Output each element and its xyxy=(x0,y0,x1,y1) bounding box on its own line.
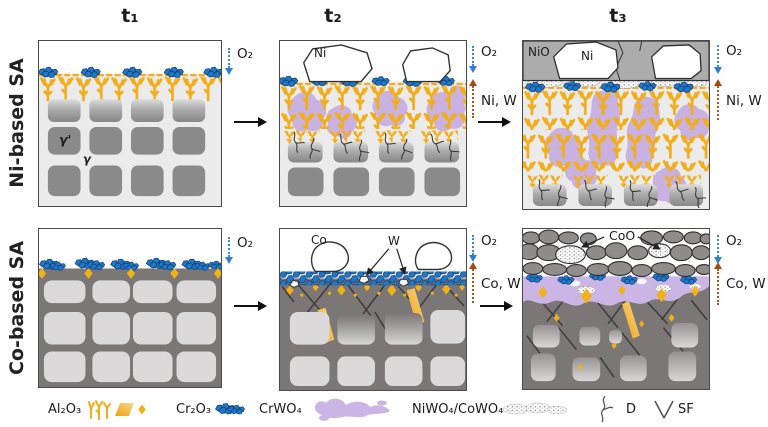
al2o3-dendrite-zone xyxy=(523,88,709,172)
ni-particle-label: Ni xyxy=(581,49,594,63)
al2o3-dendrite-zone xyxy=(280,83,466,129)
panel-ni-t3: NiO Ni xyxy=(522,40,710,210)
o2-label: O₂ xyxy=(481,233,498,249)
progress-arrow xyxy=(234,300,267,311)
al2o3-dendrite-fronts xyxy=(283,128,459,144)
al2o3-diamond-icon xyxy=(138,404,146,415)
row-label-ni: Ni-based SA xyxy=(6,58,28,188)
legend-stacking-fault-label: SF xyxy=(678,402,694,417)
stacking-fault-icon xyxy=(654,400,674,419)
panel-co-t2: Co W xyxy=(279,228,467,391)
co-w-flux-label: Co, W xyxy=(481,276,521,292)
co-particle-label: Co xyxy=(311,233,327,247)
cr2o3-clusters xyxy=(39,258,221,270)
dislocation-line-icon xyxy=(600,395,614,423)
ni-w-flux-label: Ni, W xyxy=(726,93,762,109)
ni-metal-particle xyxy=(650,44,702,80)
o2-label: O₂ xyxy=(726,43,743,59)
coo-pointer-arrows xyxy=(580,236,661,250)
panel-co-t3: CoO xyxy=(522,228,710,390)
cr2o3-cluster-icon xyxy=(213,402,245,415)
ni-w-flux-label: Ni, W xyxy=(481,93,517,109)
w-particle-label: W xyxy=(388,234,400,248)
gamma-prime-label: γ' xyxy=(59,132,72,147)
al2o3-lath-icon xyxy=(115,403,134,416)
legend-dislocation-label: D xyxy=(626,402,637,417)
crwo4-blob-icon xyxy=(314,398,390,421)
coo-scale-stones xyxy=(523,229,709,277)
nio-scale-layer xyxy=(523,41,709,82)
ni-metal-particle xyxy=(552,41,619,80)
time-label-t2: t₂ xyxy=(324,5,342,27)
al2o3-lath xyxy=(621,301,640,339)
panel-ni-t1: γ' γ xyxy=(38,40,222,207)
row-label-co: Co-based SA xyxy=(6,240,28,376)
ni-particle-label: Ni xyxy=(314,46,327,60)
tungstate-speckle-patches xyxy=(568,278,702,295)
progress-arrow xyxy=(478,116,511,127)
gamma-label: γ xyxy=(83,152,91,166)
legend-crwo4-label: CrWO₄ xyxy=(259,402,302,417)
progress-arrow xyxy=(480,300,513,311)
legend-tungstates-label: NiWO₄/CoWO₄ xyxy=(412,402,504,417)
al2o3-dendrite-fronts xyxy=(526,173,702,188)
co-metal-particles xyxy=(310,241,453,273)
w-pointer-arrows xyxy=(366,248,407,276)
dissolving-gamma-prime xyxy=(530,322,699,382)
tungsten-particles xyxy=(289,275,410,288)
gamma-prime-cuboids xyxy=(47,99,206,197)
coo-layer-label: CoO xyxy=(609,228,636,243)
gamma-prime-cuboids xyxy=(43,280,217,383)
time-label-t3: t₃ xyxy=(609,5,627,27)
nio-layer-label: NiO xyxy=(528,45,550,59)
al2o3-diamonds xyxy=(286,282,465,297)
legend-al2o3-label: Al₂O₃ xyxy=(48,402,82,417)
tungstate-speckle-icon xyxy=(502,402,568,415)
o2-label: O₂ xyxy=(726,233,743,249)
ni-metal-particles xyxy=(302,44,451,83)
o2-label: O₂ xyxy=(481,44,498,60)
o2-label: O₂ xyxy=(237,46,254,62)
legend-cr2o3-label: Cr₂O₃ xyxy=(176,402,212,417)
panel-ni-t2: Ni xyxy=(279,40,467,207)
o2-label: O₂ xyxy=(237,235,254,251)
cr2o3-scale xyxy=(280,271,466,286)
gamma-prime-cuboids xyxy=(289,309,466,387)
co-w-flux-label: Co, W xyxy=(726,276,766,292)
time-label-t1: t₁ xyxy=(121,5,139,27)
progress-arrow xyxy=(234,116,267,127)
panel-co-t1 xyxy=(38,228,222,388)
gamma-prime-cuboids xyxy=(287,167,461,197)
al2o3-dendrite-icon xyxy=(88,400,111,420)
al2o3-dendrite-zone xyxy=(39,74,221,102)
